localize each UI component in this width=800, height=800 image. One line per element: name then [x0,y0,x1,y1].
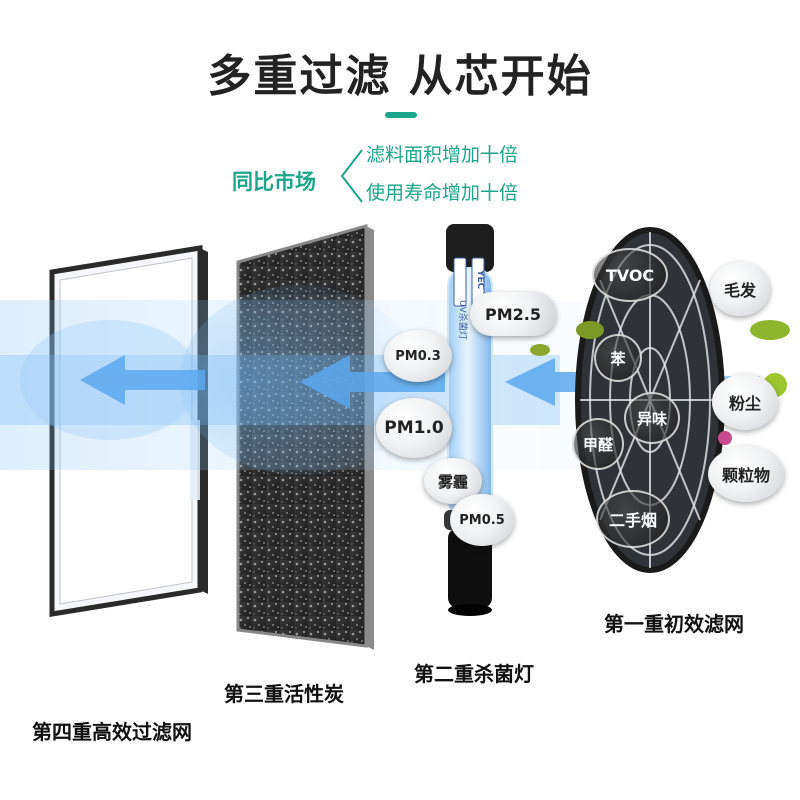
bubble-odor: 异味 [624,392,680,444]
bubble-formaldehyde: 甲醛 [572,418,624,470]
stage-label-third: 第三重活性炭 [224,682,344,706]
lamp-text: UV杀菌灯 [457,300,469,340]
bracket-icon [340,149,363,203]
bubble-smoke: 二手烟 [596,490,670,548]
bubble-pm25: PM2.5 [470,292,556,336]
uv-lamp [444,224,496,616]
bubble-particles: 颗粒物 [708,446,784,502]
bubble-dust: 粉尘 [712,374,778,430]
compare-label: 同比市场 [232,170,316,194]
page-title: 多重过滤 从芯开始 [207,51,593,102]
bubble-tvoc: TVOC [592,248,668,302]
bubble-pm05: PM0.5 [450,494,514,546]
bubble-hair: 毛发 [710,262,770,316]
bubble-pm10: PM1.0 [376,398,452,458]
germ-particles [530,320,790,445]
stage-label-fourth: 第四重高效过滤网 [32,720,192,744]
bubble-benzene: 苯 [594,334,642,382]
stage-label-first: 第一重初效滤网 [604,612,744,636]
stage-label-second: 第二重杀菌灯 [414,662,534,686]
bubble-pm03: PM0.3 [384,330,452,382]
title-underline [385,112,417,118]
lamp-brand: YEC [475,269,485,290]
compare-item-area: 滤料面积增加十倍 [366,144,519,166]
compare-item-lifespan: 使用寿命增加十倍 [366,182,519,204]
